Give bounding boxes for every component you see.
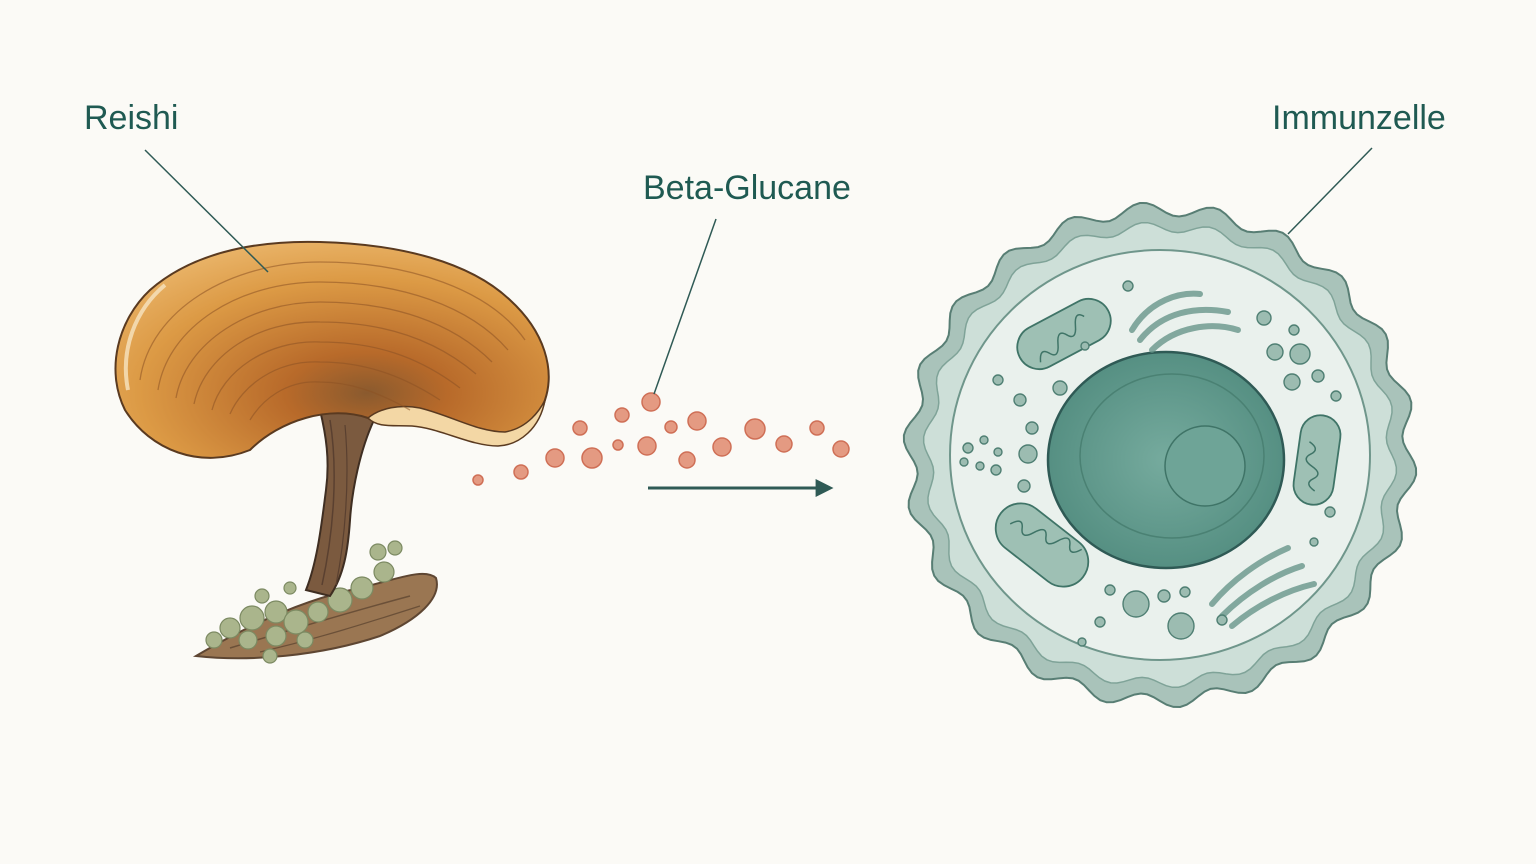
particle xyxy=(472,474,484,486)
granule xyxy=(1311,369,1325,383)
granule xyxy=(1080,341,1090,351)
particle xyxy=(612,439,624,451)
granule xyxy=(1157,589,1171,603)
granule xyxy=(1324,506,1336,518)
granule xyxy=(1256,310,1272,326)
granule xyxy=(1094,616,1106,628)
mitochondrion xyxy=(994,502,1090,588)
granule xyxy=(1288,324,1300,336)
immune-cell xyxy=(902,201,1418,709)
immunzelle-label: Immunzelle xyxy=(1272,99,1446,137)
granule xyxy=(1283,373,1301,391)
particle xyxy=(513,464,529,480)
reishi-mushroom xyxy=(114,240,550,664)
granule xyxy=(1309,537,1319,547)
granule xyxy=(1052,380,1068,396)
granule xyxy=(990,464,1002,476)
beta-glucane-label: Beta-Glucane xyxy=(643,169,851,207)
granule xyxy=(1122,590,1150,618)
granule xyxy=(1266,343,1284,361)
granule xyxy=(1216,614,1228,626)
particle xyxy=(637,436,657,456)
mitochondria xyxy=(994,297,1342,588)
particle xyxy=(614,407,630,423)
particle xyxy=(832,440,850,458)
mushroom-stem xyxy=(304,407,376,598)
reishi-leader-line xyxy=(144,149,269,273)
particle xyxy=(678,451,696,469)
granule xyxy=(975,461,985,471)
particle xyxy=(664,420,678,434)
particle xyxy=(572,420,588,436)
granule xyxy=(1013,393,1027,407)
particle xyxy=(775,435,793,453)
granule xyxy=(959,457,969,467)
mitochondrion xyxy=(1292,414,1342,506)
moss-cluster xyxy=(205,540,403,664)
immunzelle-leader-line xyxy=(1287,147,1373,235)
particle xyxy=(687,411,707,431)
granule xyxy=(1025,421,1039,435)
granule xyxy=(1122,280,1134,292)
granule xyxy=(1017,479,1031,493)
beta-glucane-leader-line xyxy=(653,218,717,395)
granule xyxy=(1179,586,1191,598)
nucleolus xyxy=(1164,425,1246,507)
golgi-apparatus xyxy=(1129,290,1317,629)
mushroom-cap-rim xyxy=(366,399,546,447)
granule xyxy=(979,435,989,445)
granule xyxy=(1289,343,1311,365)
particle xyxy=(809,420,825,436)
granule xyxy=(1077,637,1087,647)
granule xyxy=(1330,390,1342,402)
particle xyxy=(641,392,661,412)
particle xyxy=(581,447,603,469)
granules xyxy=(959,280,1342,647)
particle xyxy=(744,418,766,440)
nucleus-inner xyxy=(1079,373,1265,539)
granule xyxy=(1104,584,1116,596)
particle xyxy=(712,437,732,457)
reishi-label: Reishi xyxy=(84,99,178,137)
granule xyxy=(993,447,1003,457)
granule xyxy=(1167,612,1195,640)
granule xyxy=(992,374,1004,386)
beta-glucan-particles xyxy=(472,392,850,486)
particle xyxy=(545,448,565,468)
cap-growth-rings xyxy=(139,261,526,421)
granule xyxy=(962,442,974,454)
granule xyxy=(1018,444,1038,464)
